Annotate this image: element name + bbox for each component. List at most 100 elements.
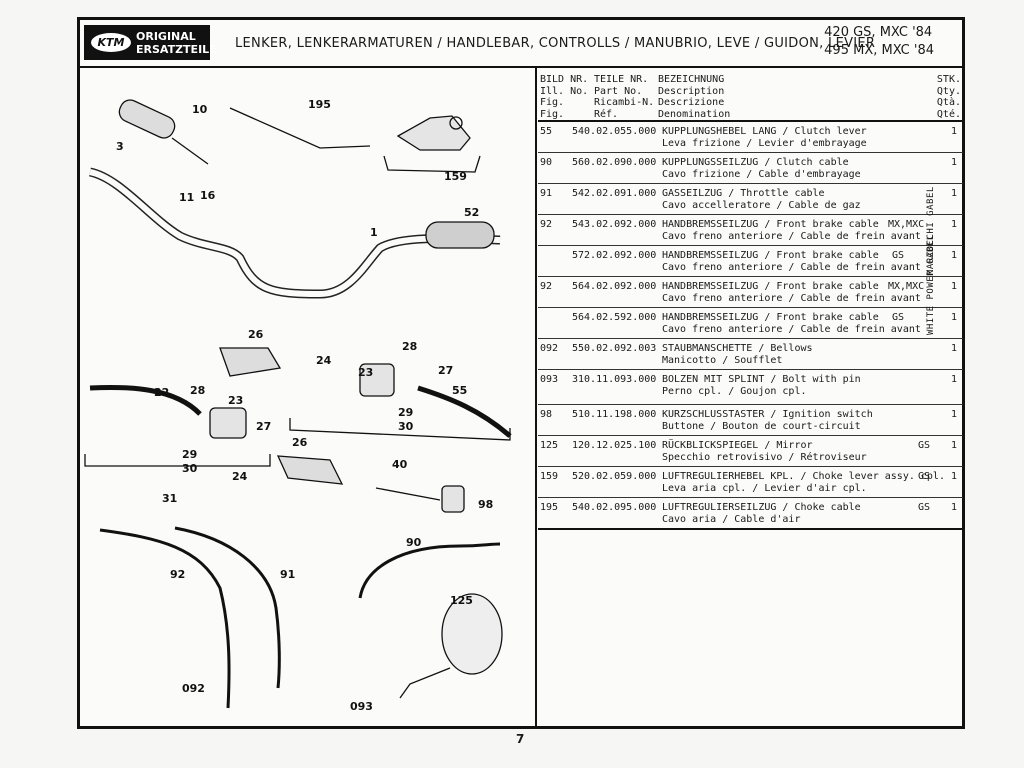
callout-159: 159 xyxy=(444,170,467,183)
table-row: 92 543.02.092.000 HANDBREMSSEILZUG / Fro… xyxy=(538,215,963,246)
row-line2: Perno cpl. / Goujon cpl. xyxy=(662,386,807,397)
row-fig: 159 xyxy=(540,471,559,482)
row-line1: HANDBREMSSEILZUG / Front brake cable xyxy=(662,250,879,261)
row-qty: 1 xyxy=(950,219,957,230)
callout-23a: 23 xyxy=(358,366,373,379)
logo-line-1: ORIGINAL xyxy=(136,30,196,43)
table-row: 125 120.12.025.100 RÜCKBLICKSPIEGEL / Mi… xyxy=(538,436,963,467)
row-qty: 1 xyxy=(950,250,957,261)
callout-26b: 26 xyxy=(292,436,308,449)
row-line1: HANDBREMSSEILZUG / Front brake cable xyxy=(662,312,879,323)
callout-23b: 23 xyxy=(228,394,243,407)
page-title: LENKER, LENKERARMATUREN / HANDLEBAR, CON… xyxy=(235,36,876,51)
whitepower-fork-label: WHITE POWER GABEL xyxy=(926,234,936,335)
table-row: 90 560.02.090.000 KUPPLUNGSSEILZUG / Clu… xyxy=(538,153,963,184)
row-fig: 90 xyxy=(540,157,553,168)
table-row: 91 542.02.091.000 GASSEILZUG / Throttle … xyxy=(538,184,963,215)
callout-40: 40 xyxy=(392,458,408,471)
row-qty: 1 xyxy=(950,188,957,199)
table-row: 564.02.592.000 HANDBREMSSEILZUG / Front … xyxy=(538,308,963,339)
row-line1: KUPPLUNGSSEILZUG / Clutch cable xyxy=(662,157,849,168)
table-row: 98 510.11.198.000 KURZSCHLUSSTASTER / Ig… xyxy=(538,405,963,436)
callout-092: 092 xyxy=(182,682,205,695)
row-fig: 55 xyxy=(540,126,553,137)
row-part: 560.02.090.000 xyxy=(572,157,657,168)
callout-28a: 28 xyxy=(402,340,417,353)
row-line2: Manicotto / Soufflet xyxy=(662,355,783,366)
row-qty: 1 xyxy=(950,409,957,420)
logo-line-2: ERSATZTEILE xyxy=(136,43,217,56)
parts-drawing: 10 195 3 159 11 16 52 1 26 28 24 23 27 2… xyxy=(84,98,512,713)
row-variant: GS xyxy=(918,471,931,482)
row-qty: 1 xyxy=(950,126,957,137)
row-qty: 1 xyxy=(950,440,957,451)
ktm-logo: KTM ORIGINAL ERSATZTEILE xyxy=(84,25,217,60)
row-part: 564.02.092.000 xyxy=(572,281,657,292)
model-line-1: 420 GS, MXC '84 xyxy=(824,25,933,40)
column-divider xyxy=(535,66,537,729)
row-line1: HANDBREMSSEILZUG / Front brake cable xyxy=(662,281,879,292)
row-line2: Cavo freno anteriore / Cable de frein av… xyxy=(662,262,921,273)
callout-24a: 24 xyxy=(316,354,332,367)
row-line1: HANDBREMSSEILZUG / Front brake cable xyxy=(662,219,879,230)
row-line1: KUPPLUNGSHEBEL LANG / Clutch lever xyxy=(662,126,867,137)
row-part: 572.02.092.000 xyxy=(572,250,657,261)
row-qty: 1 xyxy=(950,502,957,513)
page-header: KTM ORIGINAL ERSATZTEILE LENKER, LENKERA… xyxy=(80,20,962,68)
table-row: 572.02.092.000 HANDBREMSSEILZUG / Front … xyxy=(538,246,963,277)
row-line2: Leva frizione / Levier d'embrayage xyxy=(662,138,867,149)
row-part: 540.02.095.000 xyxy=(572,502,657,513)
row-part: 540.02.055.000 xyxy=(572,126,657,137)
header-fig: BILD NR. Ill. No. Fig. Fig. xyxy=(540,74,589,120)
row-line2: Leva aria cpl. / Levier d'air cpl. xyxy=(662,483,867,494)
row-variant: GS xyxy=(892,250,905,261)
row-part: 310.11.093.000 xyxy=(572,374,657,385)
table-row: 92 564.02.092.000 HANDBREMSSEILZUG / Fro… xyxy=(538,277,963,308)
parts-table: BILD NR. Ill. No. Fig. Fig. TEILE NR. Pa… xyxy=(538,70,963,530)
row-line2: Cavo freno anteriore / Cable de frein av… xyxy=(662,231,921,242)
row-qty: 1 xyxy=(950,312,957,323)
table-row: 195 540.02.095.000 LUFTREGULIERSEILZUG /… xyxy=(538,498,963,530)
row-fig: 092 xyxy=(540,343,559,354)
callout-11: 11 xyxy=(179,191,194,204)
row-line2: Cavo aria / Cable d'air xyxy=(662,514,801,525)
row-line2: Cavo freno anteriore / Cable de frein av… xyxy=(662,293,921,304)
callout-1: 1 xyxy=(370,226,378,239)
callout-30a: 30 xyxy=(398,420,414,433)
callout-55: 55 xyxy=(452,384,467,397)
row-part: 542.02.091.000 xyxy=(572,188,657,199)
callout-16: 16 xyxy=(200,189,216,202)
callout-29a: 29 xyxy=(398,406,413,419)
callout-31: 31 xyxy=(162,492,177,505)
callout-3: 3 xyxy=(116,140,124,153)
row-variant: MX,MXC xyxy=(888,219,925,230)
catalog-page-frame: KTM ORIGINAL ERSATZTEILE LENKER, LENKERA… xyxy=(77,17,965,729)
header-qty: STK. Qty. Qtà. Qté. xyxy=(936,74,961,120)
callout-24b: 24 xyxy=(232,470,248,483)
ktm-mark: KTM xyxy=(91,33,131,52)
callout-27a: 27 xyxy=(438,364,453,377)
row-part: 510.11.198.000 xyxy=(572,409,657,420)
callout-29b: 29 xyxy=(182,448,197,461)
row-line1: STAUBMANSCHETTE / Bellows xyxy=(662,343,813,354)
row-line2: Buttone / Bouton de court-circuit xyxy=(662,421,861,432)
brake-cable-group: 92 543.02.092.000 HANDBREMSSEILZUG / Fro… xyxy=(538,186,963,339)
header-part: TEILE NR. Part No. Ricambi-N. Réf. xyxy=(594,74,655,120)
row-fig: 92 xyxy=(540,281,553,292)
row-fig: 195 xyxy=(540,502,559,513)
model-line-2: 495 MX, MXC '84 xyxy=(824,43,934,58)
row-part: 543.02.092.000 xyxy=(572,219,657,230)
callout-28b: 28 xyxy=(190,384,205,397)
row-line2: Specchio retrovisivo / Rétroviseur xyxy=(662,452,867,463)
row-variant: GS xyxy=(918,502,931,513)
callout-093: 093 xyxy=(350,700,373,713)
row-line1: KURZSCHLUSSTASTER / Ignition switch xyxy=(662,409,873,420)
row-part: 120.12.025.100 xyxy=(572,440,657,451)
callout-91: 91 xyxy=(280,568,295,581)
row-qty: 1 xyxy=(950,157,957,168)
row-variant: GS xyxy=(918,440,931,451)
row-fig: 093 xyxy=(540,374,559,385)
callout-90: 90 xyxy=(406,536,422,549)
row-line1: RÜCKBLICKSPIEGEL / Mirror xyxy=(662,440,813,451)
table-row: 093 310.11.093.000 BOLZEN MIT SPLINT / B… xyxy=(538,370,963,405)
